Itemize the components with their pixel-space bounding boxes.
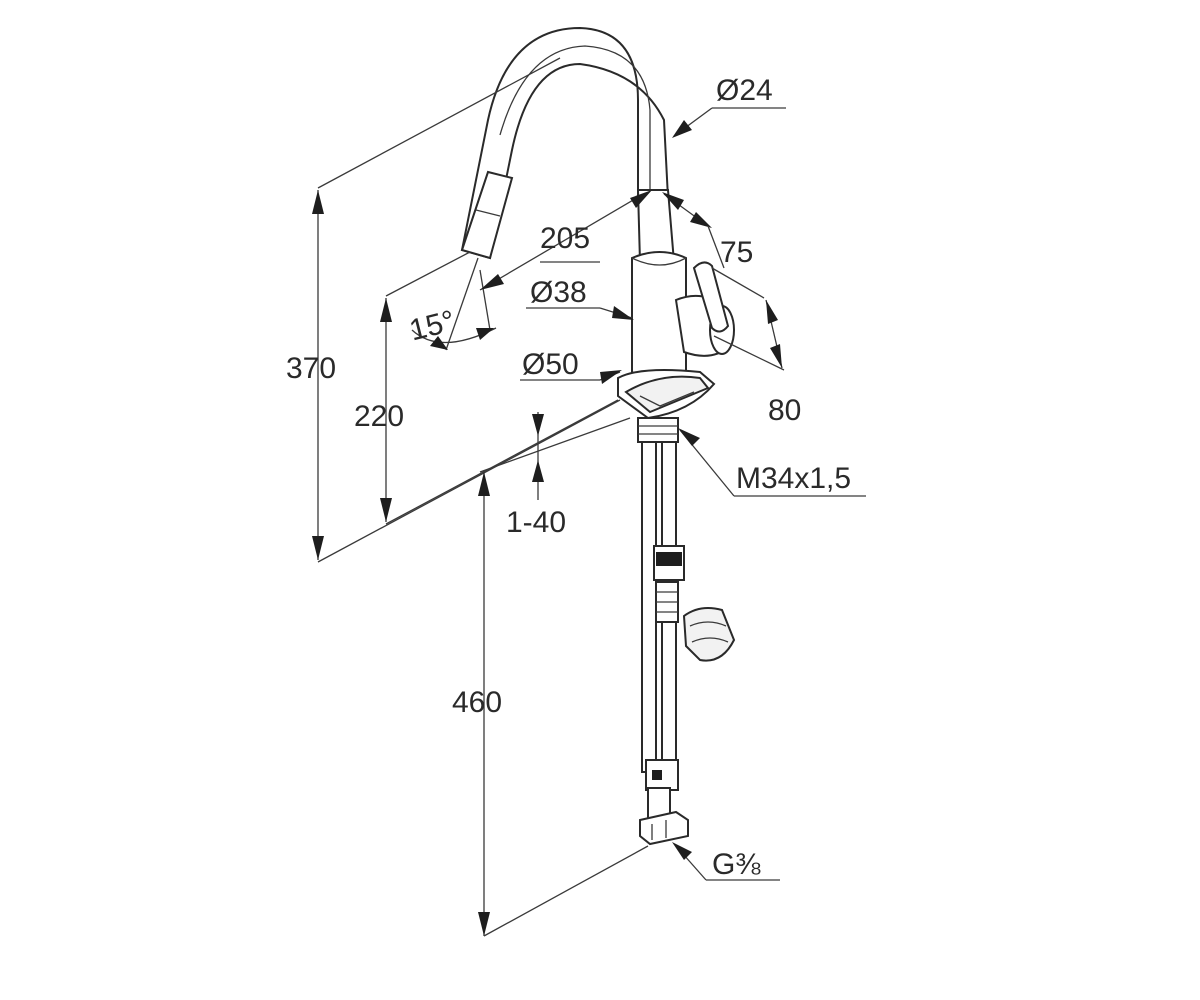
ext-line-220-bottom <box>385 399 619 525</box>
label-80: 80 <box>768 394 801 427</box>
arrow <box>380 298 392 322</box>
arrow <box>532 460 544 482</box>
threaded-shank <box>637 417 679 443</box>
base-triangle <box>624 375 710 414</box>
spray-head <box>460 170 514 260</box>
arrow <box>770 344 782 368</box>
label-angle-15: 15° <box>406 304 458 347</box>
arrow <box>766 300 778 324</box>
ext-line-80 <box>713 335 785 371</box>
base-triangle-inner <box>639 391 695 407</box>
arrow <box>312 536 324 560</box>
dimension-lines <box>312 57 866 937</box>
label-460: 460 <box>452 686 502 719</box>
arrow <box>600 370 622 384</box>
arrow <box>672 120 692 138</box>
hose-connector-band <box>656 552 682 566</box>
lever-handle <box>692 261 730 333</box>
arrow <box>476 328 494 340</box>
label-dia-38: Ø38 <box>530 276 587 309</box>
ext-line-220-top <box>385 251 471 297</box>
dimension-labels: Ø24 205 75 Ø38 15° Ø50 370 220 80 M34x1,… <box>286 74 851 881</box>
hose-weight <box>682 607 736 662</box>
arrow <box>430 336 448 350</box>
hose-left <box>641 441 657 773</box>
body-top-ellipse <box>631 257 687 266</box>
arrow <box>478 912 490 936</box>
hose-weight-line <box>689 621 727 627</box>
dim-line-205 <box>479 195 641 291</box>
arrow <box>478 472 490 496</box>
arrow <box>312 190 324 214</box>
label-370: 370 <box>286 352 336 385</box>
ext-line-80-top <box>711 267 765 299</box>
arrow <box>630 190 652 208</box>
supply-hoses <box>639 441 736 846</box>
arrow <box>480 274 504 290</box>
label-g38: G⅜ <box>712 848 761 881</box>
label-220: 220 <box>354 400 404 433</box>
arrow <box>690 212 712 228</box>
ext-line-370-bottom <box>317 399 621 563</box>
arrow <box>672 842 692 860</box>
label-1-40: 1-40 <box>506 506 566 539</box>
label-dia-24: Ø24 <box>716 74 773 107</box>
label-dia-50: Ø50 <box>522 348 579 381</box>
ext-line-370-top <box>317 57 561 189</box>
arrow <box>662 192 684 210</box>
arrow <box>380 498 392 522</box>
label-205: 205 <box>540 222 590 255</box>
angle-line <box>445 257 479 351</box>
arrow <box>532 414 544 436</box>
arrow <box>678 428 700 446</box>
lower-fitting-nut <box>652 770 662 780</box>
label-75: 75 <box>720 236 753 269</box>
angle-line <box>479 269 491 331</box>
ext-line-countertop-bottom <box>479 417 631 473</box>
arrow <box>612 306 634 320</box>
leader-75 <box>707 225 725 269</box>
label-thread: M34x1,5 <box>736 462 851 495</box>
ext-line-460-bottom <box>483 845 649 937</box>
hose-weight-line <box>691 637 729 643</box>
spout-inner-line <box>499 45 651 198</box>
spray-head-seam <box>475 209 501 217</box>
faucet-body <box>460 26 735 443</box>
